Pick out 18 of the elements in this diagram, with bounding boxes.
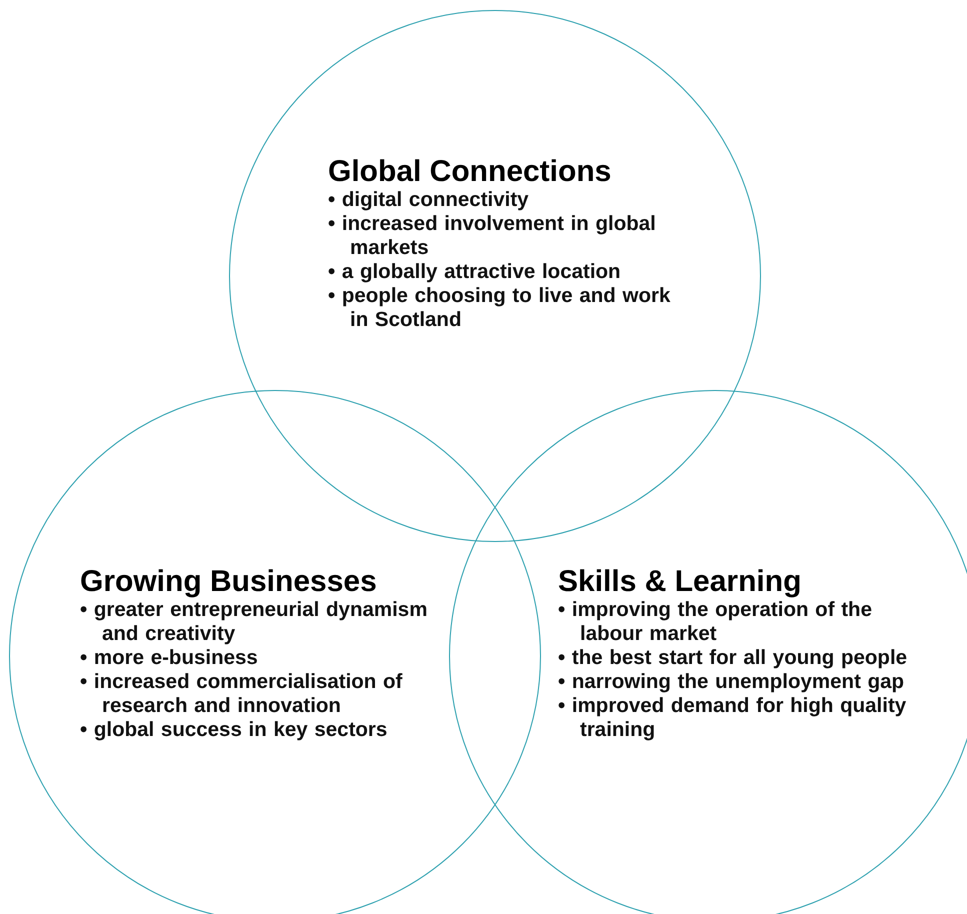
bullet-item: • improving the operation of the labour market: [558, 598, 873, 646]
venn-circle: [449, 390, 967, 914]
bullet-item: • more e-business: [80, 646, 259, 670]
venn-circle: [9, 390, 541, 914]
bullet-item: • the best start for all young people: [558, 646, 908, 670]
bullet-item: • increased commercialisation of research and innovation: [80, 670, 404, 718]
venn-circle: [229, 10, 761, 542]
bullet-item: • a globally attractive location: [328, 260, 622, 284]
bullet-item: • people choosing to live and work in Scotland: [328, 284, 672, 332]
bullet-item: • narrowing the unemployment gap: [558, 670, 906, 694]
bullet-item: • increased involvement in global markets: [328, 212, 657, 260]
bullet-item: • digital connectivity: [328, 188, 530, 212]
bullet-item: • greater entrepreneurial dynamism and creativity: [80, 598, 428, 646]
bullet-item: • improved demand for high quality training: [558, 694, 908, 742]
circle-heading: Growing Businesses: [80, 566, 378, 598]
bullet-item: • global success in key sectors: [80, 718, 388, 742]
circle-heading: Skills & Learning: [558, 566, 802, 598]
circle-heading: Global Connections: [328, 156, 612, 188]
